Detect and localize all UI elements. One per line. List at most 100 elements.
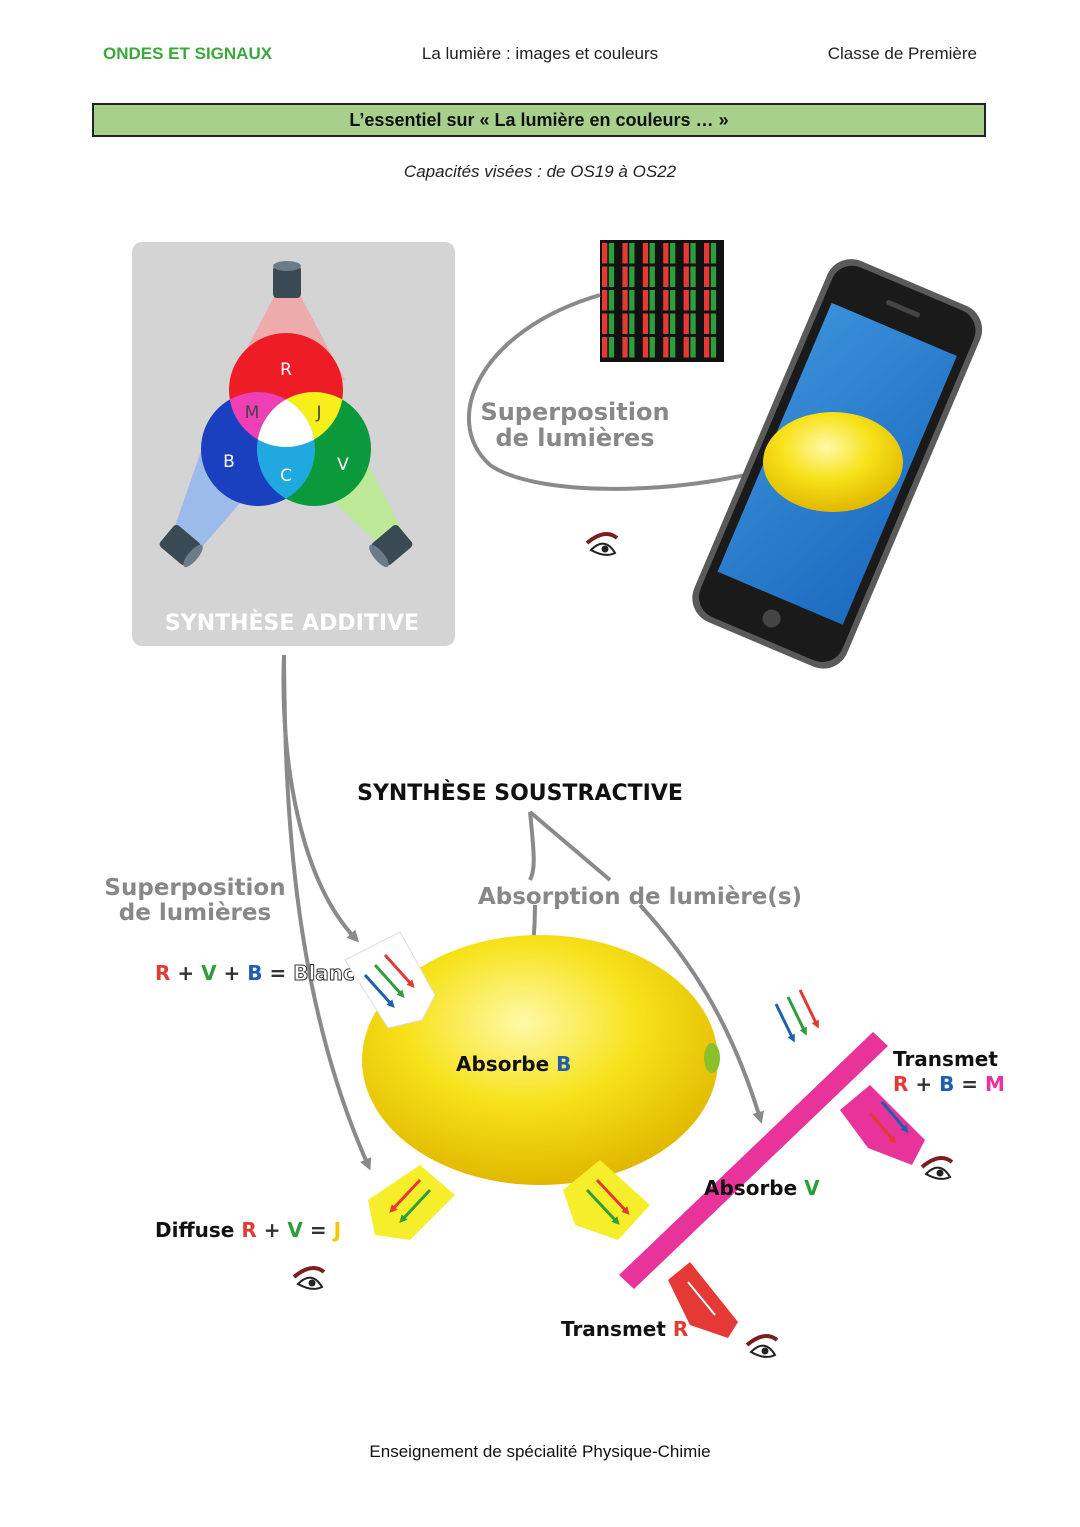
transmitted-magenta-light [840, 1085, 925, 1165]
transmitted-red-light [668, 1262, 738, 1338]
subpixel [649, 290, 655, 311]
subpixel [670, 313, 676, 334]
absorption-label: Absorption de lumière(s) [478, 884, 802, 910]
incident-light-box [344, 931, 436, 1029]
eye-icon [292, 1266, 326, 1290]
circle-label-b: B [223, 452, 235, 472]
subpixel [649, 266, 655, 287]
subpixel [683, 266, 689, 287]
circle-label-v: V [337, 455, 349, 475]
subpixel [602, 266, 608, 287]
subpixel [629, 266, 635, 287]
subpixel [649, 313, 655, 334]
subpixel [690, 266, 696, 287]
page-title-banner: L’essentiel sur « La lumière en couleurs… [92, 103, 986, 137]
filter-incident-light [774, 989, 819, 1043]
subpixel [670, 266, 676, 287]
subpixel [602, 243, 608, 264]
white-light-equation: R + V + B = Blanc [155, 961, 355, 985]
phone-superposition-line1: Superposition [480, 398, 669, 426]
subpixel [710, 337, 717, 358]
absorbe-b-label: Absorbe B [456, 1052, 571, 1076]
projector-top-icon [273, 261, 301, 298]
subpixel [663, 313, 669, 334]
superposition-label-line1: Superposition [104, 875, 285, 901]
header-class: Classe de Première [827, 44, 977, 63]
phone-superposition-line2: de lumières [495, 424, 654, 452]
subpixel [690, 290, 696, 311]
subpixel [663, 243, 669, 264]
subpixel [642, 290, 649, 311]
subpixel [683, 290, 689, 311]
lemon-illustration [362, 935, 720, 1185]
subpixel [608, 266, 615, 287]
transmet-m-title: Transmet [893, 1047, 998, 1071]
subpixel [642, 243, 649, 264]
subpixel [629, 290, 635, 311]
subpixel [670, 337, 676, 358]
additive-title: SYNTHÈSE ADDITIVE [165, 610, 419, 636]
transmet-m-equation: R + B = M [893, 1072, 1005, 1096]
subpixel [704, 266, 710, 287]
subpixel [649, 243, 655, 264]
subpixel [710, 266, 717, 287]
subpixel [608, 243, 615, 264]
header-section: ONDES ET SIGNAUX [103, 44, 273, 63]
eye-icon [585, 532, 619, 556]
subpixel [663, 266, 669, 287]
subpixel [704, 243, 710, 264]
phone-lemon-image [763, 412, 903, 512]
subpixel [710, 243, 717, 264]
circle-label-r: R [280, 360, 292, 380]
eye-icon [920, 1156, 954, 1180]
subpixel [710, 290, 717, 311]
subpixel [629, 313, 635, 334]
subpixel [622, 313, 628, 334]
circle-label-m: M [245, 403, 260, 423]
diffused-light-left [368, 1165, 455, 1240]
diffuse-label: Diffuse R + V = J [155, 1218, 341, 1242]
subpixel [642, 337, 649, 358]
magenta-filter [619, 1032, 888, 1289]
subpixel [608, 290, 615, 311]
subpixel [602, 313, 608, 334]
subpixel [602, 337, 608, 358]
pixel-grid [600, 240, 724, 362]
subpixel [690, 337, 696, 358]
transmet-r-label: Transmet R [561, 1317, 688, 1341]
subpixel [690, 313, 696, 334]
subpixel [690, 243, 696, 264]
subpixel [704, 313, 710, 334]
circle-label-j: J [315, 403, 321, 423]
subpixel [704, 337, 710, 358]
additive-synthesis-panel: R M J B C V SYNTHÈSE ADDITIVE [132, 242, 455, 646]
subpixel [622, 266, 628, 287]
eye-icon [745, 1334, 779, 1358]
subtractive-title: SYNTHÈSE SOUSTRACTIVE [357, 780, 683, 806]
projector-left-icon [159, 524, 203, 568]
subpixel [670, 243, 676, 264]
subpixel [608, 313, 615, 334]
subpixel [608, 337, 615, 358]
subpixel [663, 290, 669, 311]
page-subtitle: Capacités visées : de OS19 à OS22 [403, 162, 677, 181]
subpixel [683, 243, 689, 264]
rgb-venn-diagram [201, 333, 371, 506]
circle-label-c: C [280, 466, 292, 486]
absorbe-v-label: Absorbe V [704, 1176, 820, 1200]
subpixel [642, 313, 649, 334]
subpixel [622, 337, 628, 358]
subpixel [683, 337, 689, 358]
subpixel [622, 290, 628, 311]
header-title: La lumière : images et couleurs [421, 44, 659, 63]
page-footer: Enseignement de spécialité Physique-Chim… [369, 1442, 711, 1461]
subpixel [602, 290, 608, 311]
subpixel [704, 290, 710, 311]
subpixel [649, 337, 655, 358]
subpixel [622, 243, 628, 264]
superposition-label-line2: de lumières [119, 900, 271, 926]
subpixel [629, 337, 635, 358]
subpixel [663, 337, 669, 358]
subpixel [710, 313, 717, 334]
